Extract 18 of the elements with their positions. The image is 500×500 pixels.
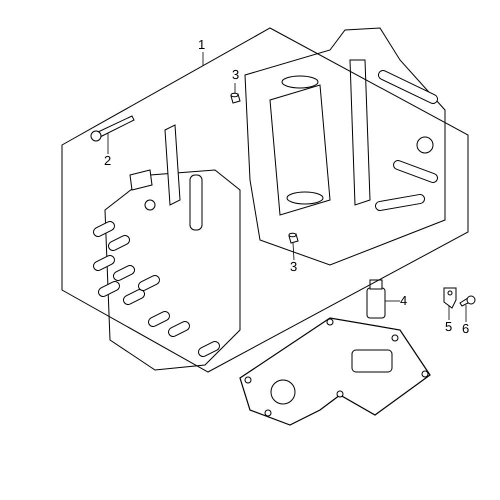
leader-line: [202, 52, 204, 66]
fitting-drawing: [366, 280, 386, 318]
callout-number: 6: [462, 322, 470, 336]
leader-line: [384, 300, 400, 302]
callout-number: 2: [104, 154, 112, 168]
screw-drawing: [459, 296, 476, 307]
dowel-pin-drawing: [230, 92, 241, 104]
dowel-pin-drawing: [288, 232, 299, 244]
bolt-drawing: [90, 115, 135, 142]
clamp-drawing: [444, 288, 456, 309]
callout-number: 5: [445, 320, 452, 334]
callout-number: 3: [290, 260, 298, 274]
leader-line: [292, 242, 294, 260]
callout-number: 4: [400, 294, 408, 308]
callout-number: 1: [198, 38, 206, 52]
leader-line: [234, 82, 236, 94]
leader-line: [448, 306, 450, 320]
callout-number: 3: [232, 68, 240, 82]
